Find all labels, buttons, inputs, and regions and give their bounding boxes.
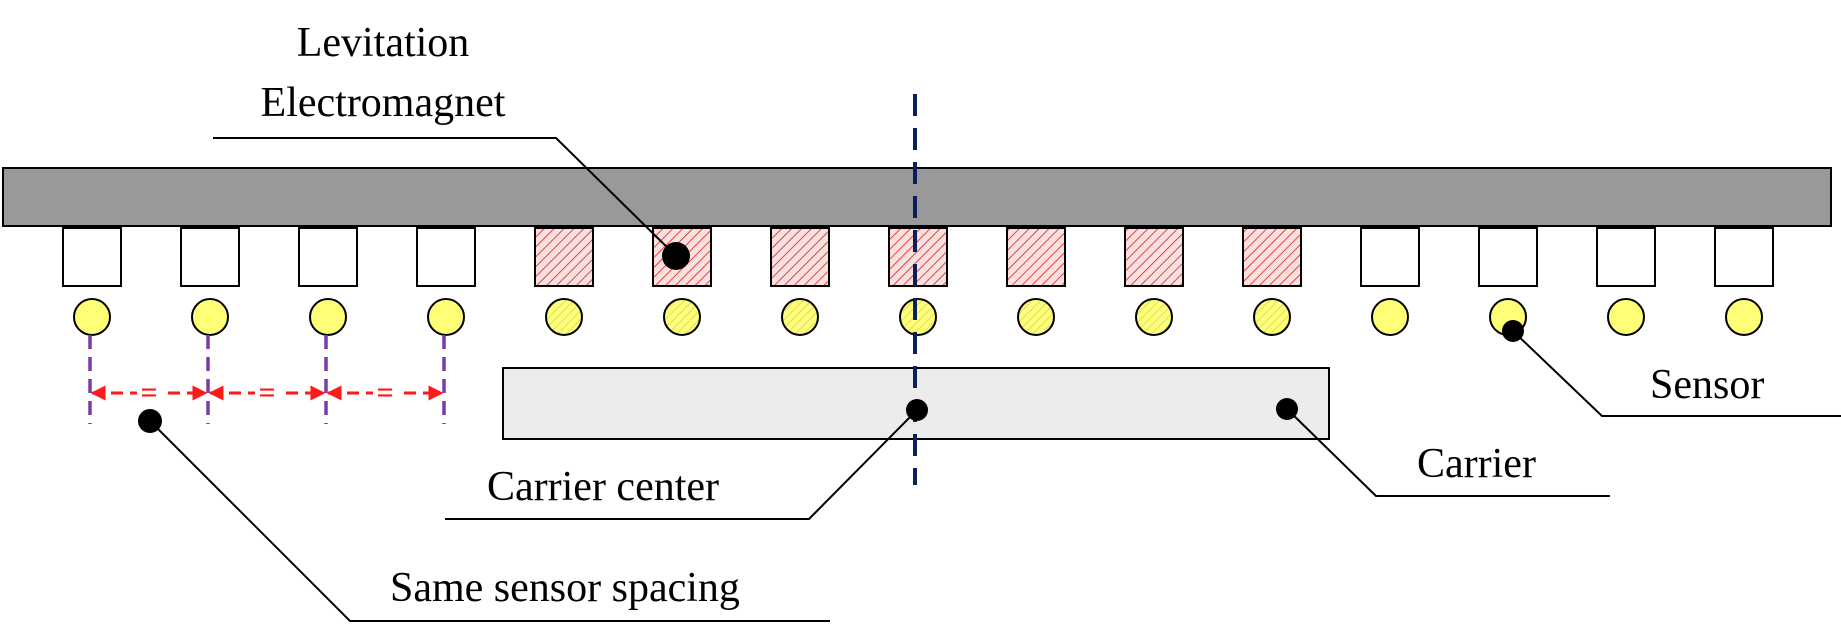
electromagnet-active [770, 227, 830, 287]
carrier-center-leader [445, 409, 918, 520]
equals-mask [137, 381, 161, 405]
carrier-center-label: Carrier center [487, 464, 719, 510]
sensor-covered [545, 298, 583, 336]
sensor-row [73, 298, 1763, 336]
electromagnet-label-line1: Levitation [297, 20, 470, 66]
electromagnet-active [534, 227, 594, 287]
electromagnet-inactive [1360, 227, 1420, 287]
electromagnet-active [888, 227, 948, 287]
sensor [309, 298, 347, 336]
spacing-dot [138, 409, 162, 433]
equals-sign: = [376, 376, 393, 409]
electromagnet-active [1124, 227, 1184, 287]
electromagnet-active [1006, 227, 1066, 287]
sensor-leader [1512, 330, 1841, 417]
electromagnet-inactive [1714, 227, 1774, 287]
sensor [1607, 298, 1645, 336]
sensor [73, 298, 111, 336]
electromagnet-dot [662, 242, 690, 270]
carrier-leader [1286, 408, 1610, 497]
electromagnet-active [1242, 227, 1302, 287]
sensor [1725, 298, 1763, 336]
electromagnet-inactive [416, 227, 476, 287]
sensor [427, 298, 465, 336]
equals-sign: = [258, 376, 275, 409]
equals-mask [255, 381, 279, 405]
sensor [191, 298, 229, 336]
electromagnet-inactive [180, 227, 240, 287]
spacing-indicator: = = = [88, 335, 446, 424]
electromagnet-inactive [62, 227, 122, 287]
carrier-dot [1276, 398, 1298, 420]
sensor-covered [663, 298, 701, 336]
electromagnet-modules [62, 227, 1774, 287]
electromagnet-leader [213, 137, 677, 257]
sensor-covered [899, 298, 937, 336]
electromagnet-inactive [298, 227, 358, 287]
carrier-label: Carrier [1417, 441, 1536, 487]
leader-lines [149, 137, 1841, 622]
electromagnet-label-line2: Electromagnet [261, 80, 506, 126]
spacing-leader [149, 420, 830, 622]
carrier-center-dot [906, 399, 928, 421]
equals-sign: = [140, 376, 157, 409]
equals-mask [373, 381, 397, 405]
electromagnet-inactive [1596, 227, 1656, 287]
spacing-label: Same sensor spacing [390, 565, 740, 611]
sensor-label: Sensor [1650, 362, 1764, 408]
sensor-covered [1253, 298, 1291, 336]
sensor-dot [1502, 320, 1524, 342]
electromagnet-inactive [1478, 227, 1538, 287]
sensor-covered [781, 298, 819, 336]
sensor-covered [1135, 298, 1173, 336]
sensor [1371, 298, 1409, 336]
sensor-covered [1017, 298, 1055, 336]
